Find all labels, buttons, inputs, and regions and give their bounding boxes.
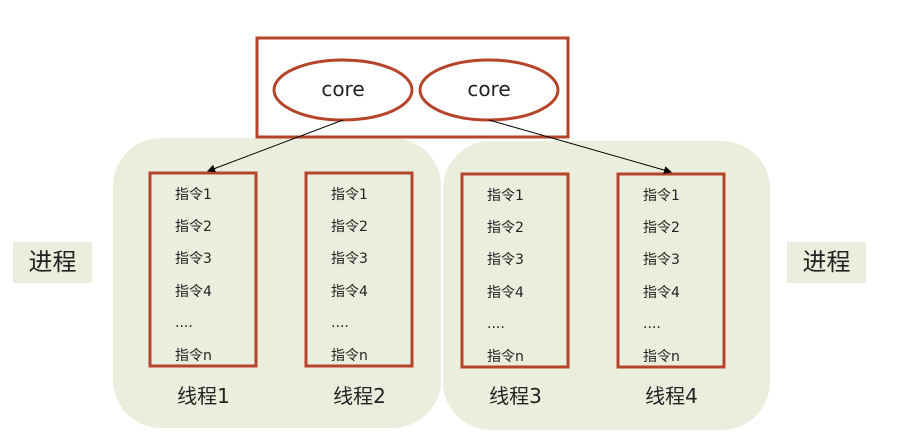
instruction-item: 指令3 bbox=[175, 251, 212, 267]
instruction-item: .... bbox=[331, 315, 349, 331]
instruction-item: 指令3 bbox=[487, 252, 524, 268]
thread-4-label: 线程4 bbox=[645, 384, 698, 408]
thread-1-box bbox=[148, 171, 258, 368]
instruction-item: 指令1 bbox=[175, 187, 212, 203]
instruction-item: 指令2 bbox=[175, 219, 212, 235]
instruction-item: 指令3 bbox=[643, 252, 680, 268]
instruction-item: 指令n bbox=[175, 348, 212, 364]
instruction-item: 指令2 bbox=[643, 220, 680, 236]
instruction-item: 指令4 bbox=[175, 284, 212, 300]
core-2-label: core bbox=[467, 77, 511, 101]
instruction-item: 指令n bbox=[487, 349, 524, 365]
instruction-item: 指令4 bbox=[487, 285, 524, 301]
arrow-core1-thread1 bbox=[207, 119, 344, 173]
thread-3-label: 线程3 bbox=[489, 384, 542, 408]
instruction-item: 指令2 bbox=[487, 220, 524, 236]
cpu-box bbox=[255, 36, 570, 139]
process-2-area bbox=[443, 141, 770, 430]
instruction-item: 指令3 bbox=[331, 251, 368, 267]
instruction-item: 指令4 bbox=[331, 284, 368, 300]
thread-3-box bbox=[460, 172, 570, 369]
process-1-area bbox=[113, 138, 441, 428]
thread-2-label: 线程2 bbox=[333, 384, 386, 408]
instruction-item: 指令1 bbox=[331, 187, 368, 203]
instruction-item: .... bbox=[487, 316, 505, 332]
thread-2-box bbox=[304, 171, 414, 368]
instruction-item: .... bbox=[643, 316, 661, 332]
instruction-item: 指令2 bbox=[331, 219, 368, 235]
process-label-right: 进程 bbox=[787, 242, 866, 283]
instruction-item: .... bbox=[175, 315, 193, 331]
instruction-item: 指令n bbox=[643, 349, 680, 365]
process-label-left: 进程 bbox=[13, 242, 92, 283]
instruction-item: 指令1 bbox=[643, 188, 680, 204]
instruction-item: 指令1 bbox=[487, 188, 524, 204]
core-1-label: core bbox=[321, 77, 365, 101]
arrow-core2-thread4 bbox=[488, 119, 672, 174]
instruction-item: 指令n bbox=[331, 348, 368, 364]
thread-4-box bbox=[616, 172, 726, 369]
instruction-item: 指令4 bbox=[643, 285, 680, 301]
thread-1-label: 线程1 bbox=[177, 384, 230, 408]
